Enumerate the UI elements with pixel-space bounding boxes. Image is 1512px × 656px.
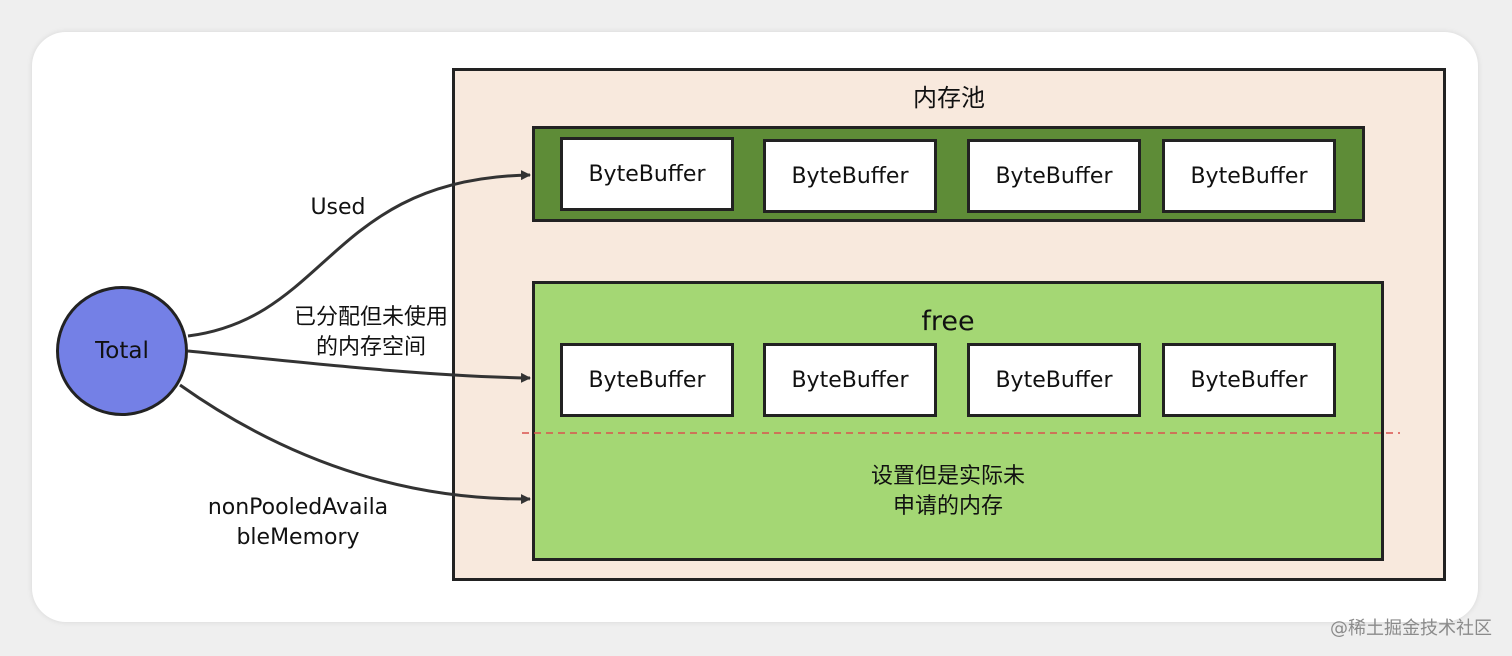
used-bytebuffer-2: ByteBuffer [763, 139, 937, 213]
nonpooled-arrow [179, 383, 531, 505]
nonpooled-edge-label: nonPooledAvaila bleMemory [192, 493, 404, 553]
unallocated-note-line2: 申请的内存 [892, 494, 1003, 519]
allocated-unused-edge-label: 已分配但未使用 的内存空间 [276, 303, 466, 363]
used-edge-label: Used [310, 195, 366, 220]
allocated-unused-line1: 已分配但未使用 [293, 305, 448, 330]
nonpooled-line2: bleMemory [236, 525, 360, 550]
used-bytebuffer-3: ByteBuffer [967, 139, 1141, 213]
unallocated-memory-note: 设置但是实际未 申请的内存 [740, 462, 1156, 522]
used-arrow [187, 170, 531, 338]
memory-pool-title: 内存池 [913, 84, 985, 112]
allocated-unused-line2: 的内存空间 [315, 335, 426, 360]
free-bytebuffer-3: ByteBuffer [967, 343, 1141, 417]
used-bytebuffer-4: ByteBuffer [1162, 139, 1336, 213]
free-bytebuffer-4: ByteBuffer [1162, 343, 1336, 417]
nonpooled-line1: nonPooledAvaila [207, 495, 389, 520]
used-bytebuffer-1: ByteBuffer [560, 137, 734, 211]
free-bytebuffer-2: ByteBuffer [763, 343, 937, 417]
allocated-unused-arrow [187, 349, 531, 383]
total-node: Total [56, 286, 188, 416]
free-title: free [921, 306, 975, 337]
free-bytebuffer-1: ByteBuffer [560, 343, 734, 417]
unallocated-note-line1: 设置但是实际未 [870, 464, 1025, 489]
free-buffers-group [532, 281, 1384, 561]
watermark: @稀土掘金技术社区 [1330, 618, 1492, 639]
